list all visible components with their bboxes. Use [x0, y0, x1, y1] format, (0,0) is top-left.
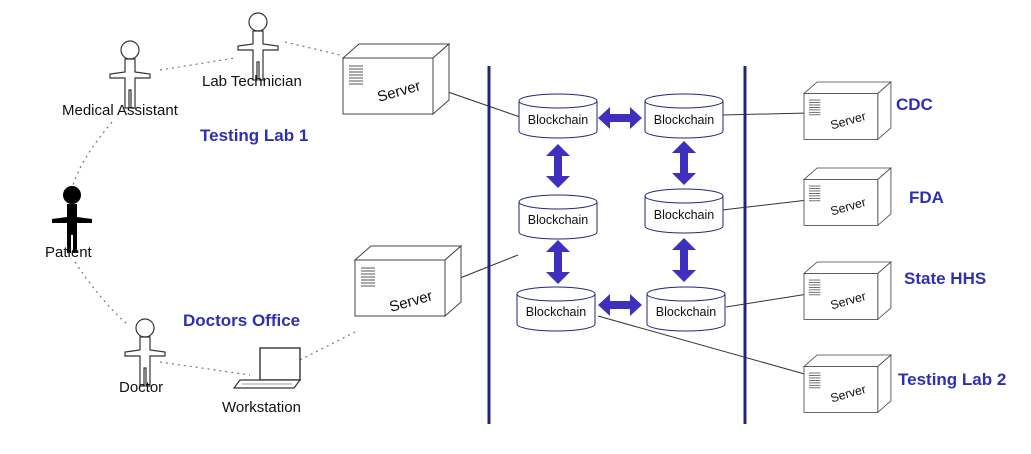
double-arrow-icon	[598, 107, 642, 129]
fda-label: FDA	[909, 188, 944, 207]
blockchain-node-6: Blockchain	[646, 286, 726, 332]
blockchain-label: Blockchain	[656, 305, 716, 319]
blockchain-label: Blockchain	[528, 213, 588, 227]
double-arrow-icon	[546, 240, 570, 284]
state-hhs-server: Server	[803, 261, 892, 320]
workstation-label: Workstation	[222, 399, 301, 416]
doctor-icon	[124, 318, 166, 387]
double-arrow-icon	[598, 294, 642, 316]
blockchain-node-1: Blockchain	[518, 93, 598, 139]
blockchain-label: Blockchain	[654, 208, 714, 222]
lab-technician-icon	[237, 12, 279, 81]
blockchain-node-5: Blockchain	[516, 286, 596, 332]
link-lab1-server-blockchain	[447, 91, 521, 118]
link-testinglab2-blockchain	[597, 315, 809, 376]
blockchain-node-3: Blockchain	[518, 194, 598, 240]
testing-lab-1-server: Server	[342, 43, 450, 115]
blockchain-label: Blockchain	[528, 113, 588, 127]
state-hhs-label: State HHS	[904, 269, 986, 288]
link-fda-blockchain	[721, 199, 809, 211]
link-assistant-patient	[71, 121, 113, 189]
link-workstation-server	[299, 331, 356, 361]
doctors-office-label: Doctors Office	[183, 311, 300, 330]
link-statehhs-blockchain	[725, 293, 809, 308]
testing-lab-2-label: Testing Lab 2	[898, 370, 1006, 389]
link-assistant-technician	[159, 57, 236, 71]
link-cdc-blockchain	[721, 112, 809, 116]
medical-assistant-label: Medical Assistant	[62, 102, 179, 119]
blockchain-node-4: Blockchain	[644, 188, 724, 234]
testing-lab-2-server: Server	[803, 354, 892, 413]
blockchain-label: Blockchain	[654, 113, 714, 127]
doctor-label: Doctor	[119, 379, 163, 396]
link-patient-doctor	[74, 261, 129, 326]
doctors-office-server: Server	[354, 245, 462, 317]
cdc-label: CDC	[896, 95, 933, 114]
patient-label: Patient	[45, 244, 93, 261]
patient-icon	[52, 186, 92, 253]
medical-assistant-icon	[109, 40, 151, 109]
blockchain-node-2: Blockchain	[644, 93, 724, 139]
lab-technician-label: Lab Technician	[202, 73, 302, 90]
link-technician-server	[284, 41, 341, 56]
laptop-icon	[232, 347, 302, 389]
blockchain-label: Blockchain	[526, 305, 586, 319]
double-arrow-icon	[672, 141, 696, 185]
fda-server: Server	[803, 167, 892, 226]
link-doctor-workstation	[159, 361, 251, 376]
double-arrow-icon	[672, 238, 696, 282]
link-office-server-blockchain	[454, 254, 519, 281]
double-arrow-icon	[546, 144, 570, 188]
testing-lab-1-label: Testing Lab 1	[200, 126, 308, 145]
cdc-server: Server	[803, 81, 892, 140]
